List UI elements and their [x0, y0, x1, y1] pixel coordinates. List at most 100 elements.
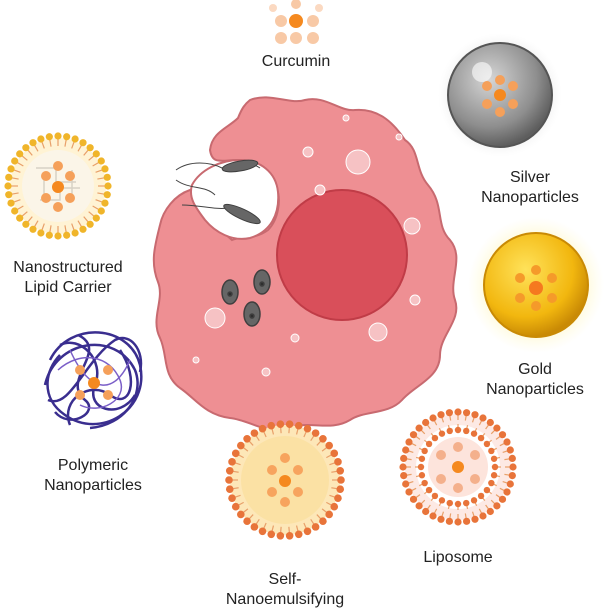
lipid-head — [45, 133, 53, 141]
lipid-head — [237, 510, 245, 519]
lipid-head — [400, 454, 408, 462]
lipid-head — [22, 144, 30, 152]
nlc-line-1: Nanostructured — [13, 259, 123, 276]
nlc-line-2: Lipid Carrier — [24, 279, 112, 296]
silver-nanoparticles-label: Silver Nanoparticles — [455, 168, 605, 208]
lipid-head — [267, 530, 276, 539]
lipid-head — [276, 420, 285, 428]
lipid-head — [285, 532, 294, 540]
parasite-icon — [221, 269, 271, 327]
polymeric-line-1: Polymeric — [57, 457, 129, 474]
lipid-head — [101, 199, 109, 207]
lipid-head — [71, 229, 79, 237]
lipid-head — [437, 411, 445, 419]
lipid-head — [37, 135, 45, 143]
lipid-head — [454, 500, 462, 508]
lipid-head — [86, 144, 94, 152]
lipid-head — [104, 182, 112, 190]
self-nano-line-1: Self- — [268, 571, 302, 588]
lipid-head — [454, 408, 462, 416]
lipid-head — [79, 139, 87, 147]
lipid-head — [228, 458, 236, 466]
lipid-head — [463, 409, 471, 417]
lipid-head — [488, 447, 495, 455]
lipid-head — [422, 418, 430, 427]
lipid-head — [431, 434, 439, 442]
lipid-head — [294, 530, 303, 539]
lipid-head — [405, 438, 413, 446]
lipid-head — [325, 441, 333, 450]
polymeric-line-2: Nanoparticles — [44, 477, 142, 494]
lipid-head — [334, 458, 342, 466]
lipid-head — [486, 507, 494, 516]
lipid-head — [319, 517, 327, 526]
lipid-head — [508, 472, 516, 480]
lipid-head — [437, 515, 445, 523]
lipid-head — [422, 507, 430, 516]
gold-line-1: Gold — [518, 361, 552, 378]
lipid-head — [285, 420, 294, 428]
lipid-head — [409, 495, 418, 503]
lipid-head — [225, 466, 234, 475]
lipid-head — [477, 434, 485, 442]
lipid-head — [477, 492, 485, 500]
lipid-head — [506, 480, 514, 488]
lipid-head — [11, 207, 19, 215]
self-nanoemulsifying-label: Self- Nanoemulsifying — [205, 570, 365, 610]
lipid-head — [103, 173, 111, 181]
lipid-head — [237, 441, 245, 450]
lipid-head — [258, 424, 267, 433]
lipid-head — [231, 449, 240, 458]
lipid-head — [231, 502, 240, 511]
lipid-head — [470, 497, 478, 504]
lipid-head — [97, 207, 105, 215]
polymeric-nanoparticle-icon — [42, 329, 146, 433]
lipid-head — [294, 421, 303, 430]
lipid-head — [425, 440, 433, 448]
lipid-head — [228, 494, 236, 502]
lipid-head — [243, 517, 251, 526]
lipid-head — [225, 476, 233, 484]
curcumin-icon — [269, 0, 323, 44]
nucleus — [276, 189, 408, 321]
silver-line-2: Nanoparticles — [481, 189, 579, 206]
lipid-head — [399, 463, 407, 471]
lipid-head — [438, 430, 446, 437]
lipid-head — [470, 430, 478, 437]
lipid-head — [330, 502, 339, 511]
lipid-head — [506, 446, 514, 454]
gold-nanoparticle-icon — [468, 217, 604, 353]
lipid-head — [446, 499, 453, 507]
lipid-head — [336, 466, 345, 475]
lipid-head — [11, 157, 19, 165]
lipid-head — [418, 472, 426, 479]
lipid-head — [400, 472, 408, 480]
lipid-head — [490, 472, 498, 479]
lipid-head — [463, 499, 470, 507]
lipid-head — [490, 455, 498, 462]
lipid-head — [4, 182, 12, 190]
lipid-head — [402, 480, 410, 488]
nlc-icon — [4, 132, 112, 240]
gold-line-2: Nanoparticles — [486, 381, 584, 398]
lipid-head — [225, 485, 234, 494]
lipid-head — [337, 476, 345, 484]
lipid-head — [7, 199, 15, 207]
lipid-head — [498, 495, 507, 503]
lipid-head — [454, 518, 462, 526]
lipid-head — [250, 429, 259, 437]
lipid-head — [71, 135, 79, 143]
lipid-head — [267, 421, 276, 430]
lipid-head — [258, 527, 267, 536]
lipid-head — [486, 418, 494, 427]
lipid-head — [7, 165, 15, 173]
lipid-head — [405, 488, 413, 496]
lipid-head — [429, 512, 437, 520]
lipid-head — [463, 427, 470, 435]
silver-line-1: Silver — [509, 169, 550, 186]
lipid-head — [429, 414, 437, 422]
self-nanoemulsifying-icon — [225, 420, 345, 540]
lipid-head — [311, 523, 320, 531]
lipid-head — [479, 414, 487, 422]
